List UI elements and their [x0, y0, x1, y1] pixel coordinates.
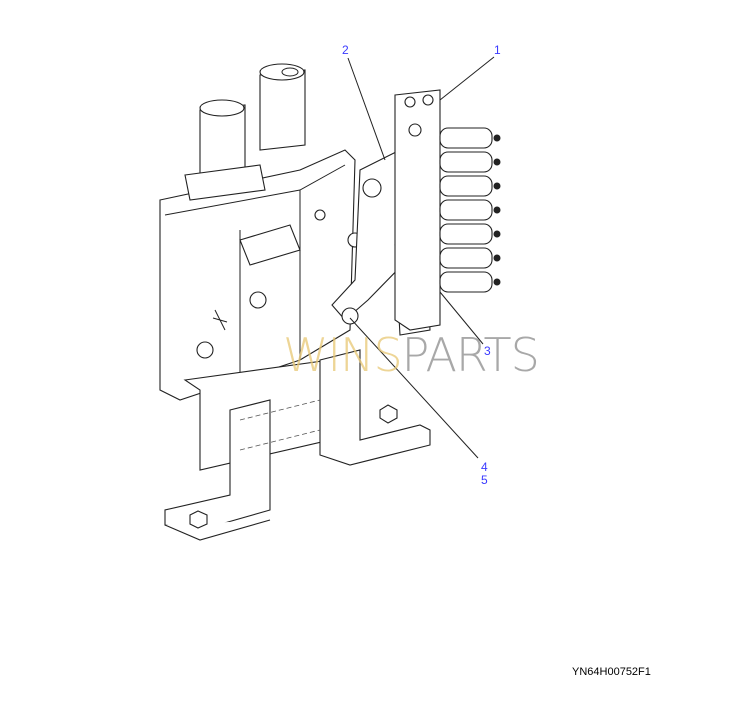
- coil-connector: [493, 278, 501, 286]
- coil-connector: [493, 182, 501, 190]
- watermark-part2: PARTS: [401, 328, 540, 382]
- solenoid-coil: [439, 247, 493, 269]
- drawing-code: YN64H00752F1: [572, 666, 651, 678]
- leader-lines: [347, 56, 495, 459]
- callout-4[interactable]: 4: [481, 460, 488, 474]
- control-valve-body: [159, 63, 363, 401]
- solenoid-coil: [439, 175, 493, 197]
- callout-1[interactable]: 1: [494, 43, 501, 57]
- coil-connector: [493, 134, 501, 142]
- coil-connector: [493, 254, 501, 262]
- solenoid-coil: [439, 151, 493, 173]
- solenoid-coil: [439, 223, 493, 245]
- solenoid-coil: [439, 271, 493, 293]
- watermark: WINSPARTS: [283, 328, 540, 382]
- solenoid-valve: [394, 89, 501, 331]
- coil-connector: [493, 230, 501, 238]
- callout-2[interactable]: 2: [342, 43, 349, 57]
- watermark-part1: WINS: [283, 328, 403, 382]
- callout-5[interactable]: 5: [481, 473, 488, 487]
- coil-connector: [493, 158, 501, 166]
- solenoid-coil: [439, 199, 493, 221]
- support-stand: [164, 349, 431, 541]
- callout-3[interactable]: 3: [484, 344, 491, 358]
- solenoid-coil: [439, 127, 493, 149]
- coil-connector: [493, 206, 501, 214]
